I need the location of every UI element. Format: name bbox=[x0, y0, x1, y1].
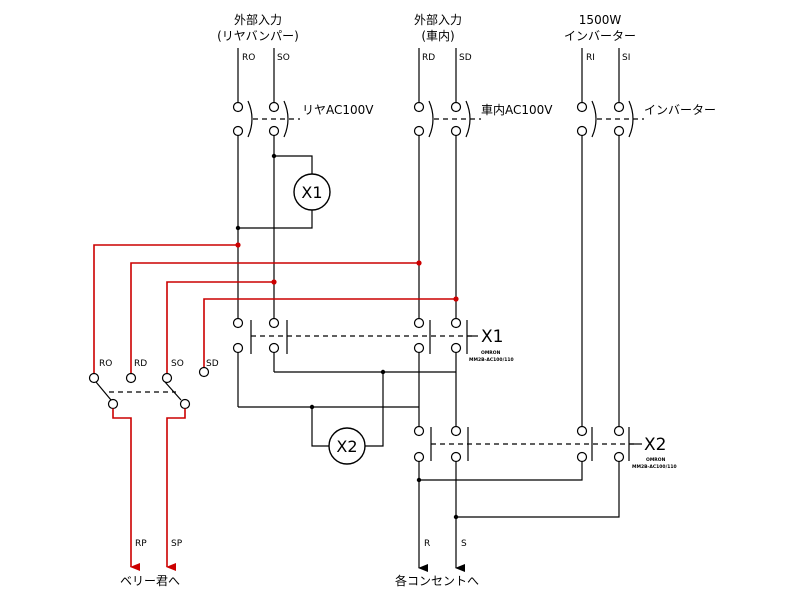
main-wiring bbox=[235, 135, 620, 572]
relay-coil-x2: X2 bbox=[328, 427, 366, 465]
selector-switch: RO RD SO SD bbox=[88, 359, 219, 571]
terminal-label-so: SO bbox=[277, 53, 290, 63]
output-label-sp: SP bbox=[171, 539, 183, 549]
input-leads bbox=[237, 48, 620, 103]
terminal-label-si: SI bbox=[622, 53, 630, 63]
relay-x2-contacts: X2 OMRON MM2B-AC100/110 bbox=[413, 425, 677, 470]
coil-x1-label: X1 bbox=[301, 183, 322, 202]
breaker-inverter-label: インバーター bbox=[644, 103, 716, 117]
breaker-car: 車内AC100V bbox=[413, 100, 553, 138]
breaker-inverter: インバーター bbox=[576, 100, 716, 138]
outlet-destination: 各コンセントへ bbox=[395, 573, 479, 588]
outlet-output: R S 各コンセントへ bbox=[395, 539, 479, 588]
breaker-rear: リヤAC100V bbox=[232, 100, 374, 138]
selector-label-rd: RD bbox=[134, 359, 147, 369]
relay-x1-label: X1 bbox=[481, 327, 503, 347]
selector-label-so: SO bbox=[171, 359, 184, 369]
car-input-header: 外部入力 (車内) RD SD bbox=[414, 12, 472, 63]
relay-x2-label: X2 bbox=[644, 435, 666, 455]
relay-x1-maker: OMRON bbox=[481, 350, 501, 356]
selector-wiring bbox=[93, 242, 459, 378]
inverter-input-subtitle: インバーター bbox=[564, 29, 636, 43]
output-label-s: S bbox=[461, 539, 467, 549]
relay-x2-maker: OMRON bbox=[646, 457, 666, 463]
relay-x2-model: MM2B-AC100/110 bbox=[632, 464, 677, 470]
car-input-subtitle: (車内) bbox=[421, 29, 454, 43]
car-input-title: 外部入力 bbox=[414, 12, 462, 27]
output-label-r: R bbox=[424, 539, 430, 549]
terminal-label-ri: RI bbox=[586, 53, 595, 63]
terminal-label-rd: RD bbox=[422, 53, 435, 63]
breaker-rear-label: リヤAC100V bbox=[302, 103, 374, 117]
berry-destination: ベリー君へ bbox=[120, 574, 180, 588]
coil-x2-label: X2 bbox=[336, 437, 357, 456]
breaker-car-label: 車内AC100V bbox=[481, 103, 553, 117]
terminal-label-ro: RO bbox=[242, 53, 255, 63]
relay-x1-contacts: X1 OMRON MM2B-AC100/110 bbox=[232, 317, 514, 363]
output-label-rp: RP bbox=[135, 539, 147, 549]
berry-output: RP SP ベリー君へ bbox=[120, 539, 183, 588]
rear-input-header: 外部入力 (リヤバンパー) RO SO bbox=[217, 12, 299, 63]
relay-coil-x1: X1 bbox=[293, 173, 331, 211]
selector-label-ro: RO bbox=[99, 359, 112, 369]
inverter-input-title: 1500W bbox=[579, 13, 622, 27]
relay-x1-model: MM2B-AC100/110 bbox=[469, 357, 514, 363]
selector-label-sd: SD bbox=[206, 359, 219, 369]
inverter-input-header: 1500W インバーター RI SI bbox=[564, 13, 636, 63]
rear-input-title: 外部入力 bbox=[234, 12, 282, 27]
rear-input-subtitle: (リヤバンパー) bbox=[217, 29, 299, 43]
terminal-label-sd: SD bbox=[459, 53, 472, 63]
